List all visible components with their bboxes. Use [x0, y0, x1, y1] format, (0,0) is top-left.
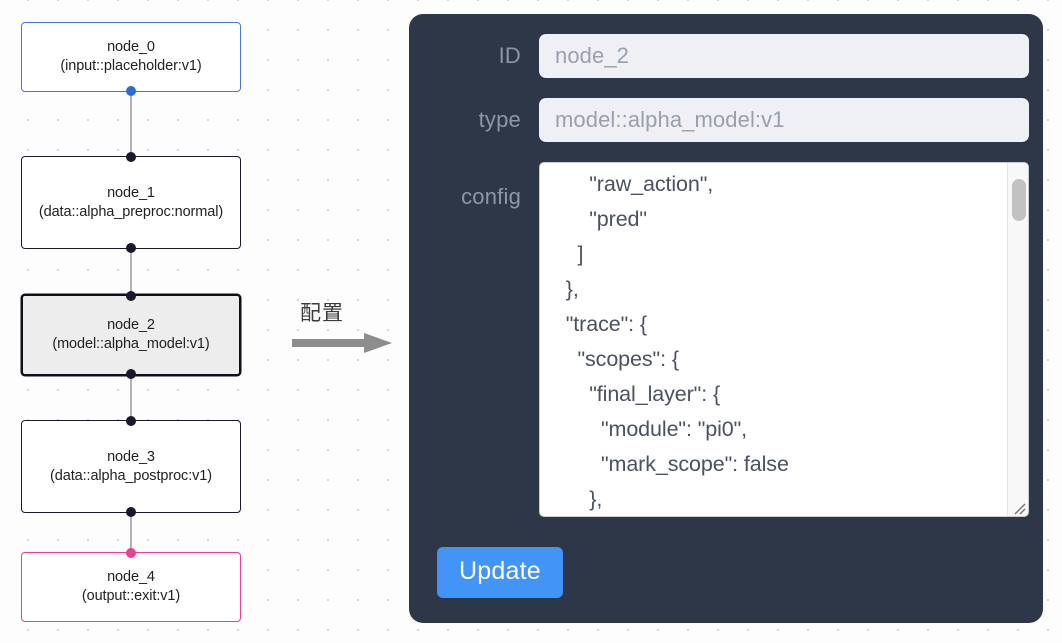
node-handle-source[interactable]: [126, 507, 136, 517]
graph-node-node_0[interactable]: node_0 (input::placeholder:v1): [21, 22, 241, 96]
resize-grip-icon[interactable]: [1010, 499, 1026, 515]
arrow-label: 配置: [300, 301, 344, 325]
graph-node-node_4[interactable]: node_4 (output::exit:v1): [21, 548, 241, 622]
edge-node1-node2: [130, 249, 132, 294]
config-field-label: config: [461, 184, 521, 209]
config-arrow-group: 配置: [292, 297, 396, 357]
type-field-row: type: [423, 98, 1029, 142]
config-textarea[interactable]: "raw_action", "pred" ] }, "trace": { "sc…: [539, 162, 1029, 517]
node-handle-target[interactable]: [126, 152, 136, 162]
node-handle-source[interactable]: [126, 86, 136, 96]
right-arrow-icon: [292, 333, 392, 353]
node-title: node_2: [107, 317, 155, 333]
graph-node-node_3[interactable]: node_3 (data::alpha_postproc:v1): [21, 416, 241, 517]
id-input[interactable]: [539, 34, 1029, 78]
graph-node-node_2[interactable]: node_2 (model::alpha_model:v1): [21, 291, 241, 379]
node-subtitle: (data::alpha_preproc:normal): [38, 203, 224, 220]
node-title: node_0: [107, 39, 155, 55]
edge-node3-node4: [130, 513, 132, 552]
graph-node-node_1[interactable]: node_1 (data::alpha_preproc:normal): [21, 152, 241, 253]
node-handle-source[interactable]: [126, 369, 136, 379]
type-field-label: type: [478, 107, 521, 132]
node-subtitle: (output::exit:v1): [81, 588, 181, 604]
edge-node2-node3: [130, 376, 132, 420]
id-field-label: ID: [498, 43, 521, 68]
node-handle-source[interactable]: [126, 243, 136, 253]
node-subtitle: (model::alpha_model:v1): [52, 336, 210, 352]
id-field-row: ID: [423, 34, 1029, 78]
config-scrollbar[interactable]: [1007, 163, 1028, 516]
node-title: node_4: [107, 569, 155, 585]
config-scrollbar-thumb[interactable]: [1012, 179, 1026, 221]
node-handle-target[interactable]: [126, 548, 136, 558]
config-textarea-wrap: "raw_action", "pred" ] }, "trace": { "sc…: [539, 162, 1029, 517]
node-title: node_1: [107, 184, 155, 201]
edge-node0-node1: [130, 92, 132, 156]
node-config-panel: ID type config "raw_action", "pred" ] },…: [409, 14, 1043, 623]
update-button[interactable]: Update: [437, 547, 563, 598]
node-title: node_3: [107, 448, 155, 465]
config-field-row: config "raw_action", "pred" ] }, "trace"…: [423, 162, 1029, 517]
node-subtitle: (data::alpha_postproc:v1): [50, 467, 212, 484]
node-handle-target[interactable]: [126, 291, 136, 301]
node-subtitle: (input::placeholder:v1): [60, 58, 202, 74]
node-handle-target[interactable]: [126, 416, 136, 426]
type-input[interactable]: [539, 98, 1029, 142]
